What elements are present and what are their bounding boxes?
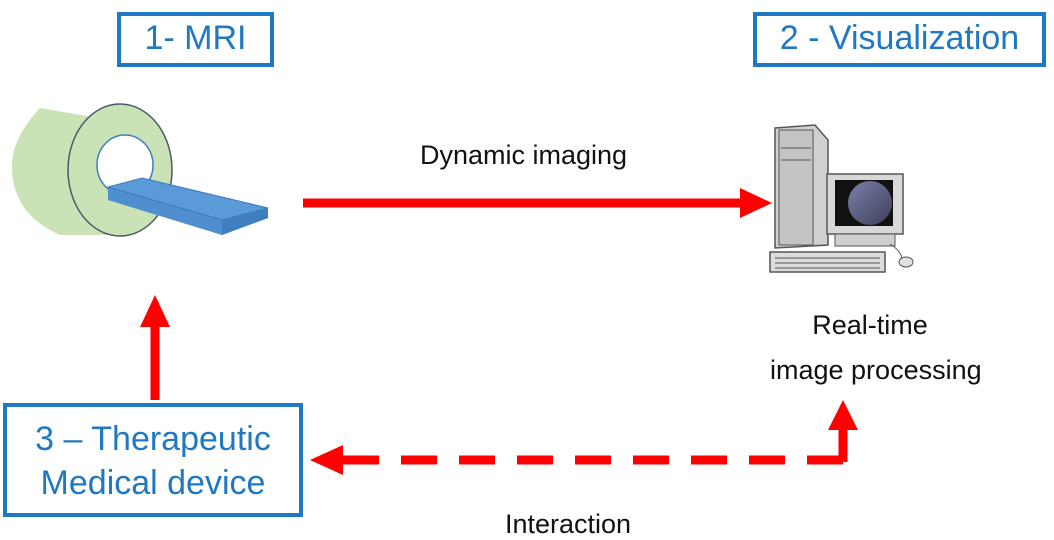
processing-label-line1: Real-time	[812, 310, 928, 340]
device-line2: Medical device	[40, 464, 266, 503]
device-line1: 3 – Therapeutic	[35, 420, 271, 458]
dynamic-imaging-label: Dynamic imaging	[420, 140, 628, 170]
computer-workstation-icon	[769, 124, 914, 273]
dynamic-imaging-arrow	[303, 188, 772, 218]
mri-box: 1- MRI	[117, 12, 274, 67]
mri-scanner-icon	[11, 103, 269, 237]
device-to-mri-arrow	[140, 295, 170, 400]
interaction-dashed-arrow	[310, 400, 858, 475]
therapeutic-device-box: 3 – Therapeutic Medical device	[3, 403, 303, 517]
interaction-label: Interaction	[504, 509, 632, 539]
processing-label-line2: image processing	[770, 355, 982, 385]
visualization-box: 2 - Visualization	[753, 12, 1046, 67]
